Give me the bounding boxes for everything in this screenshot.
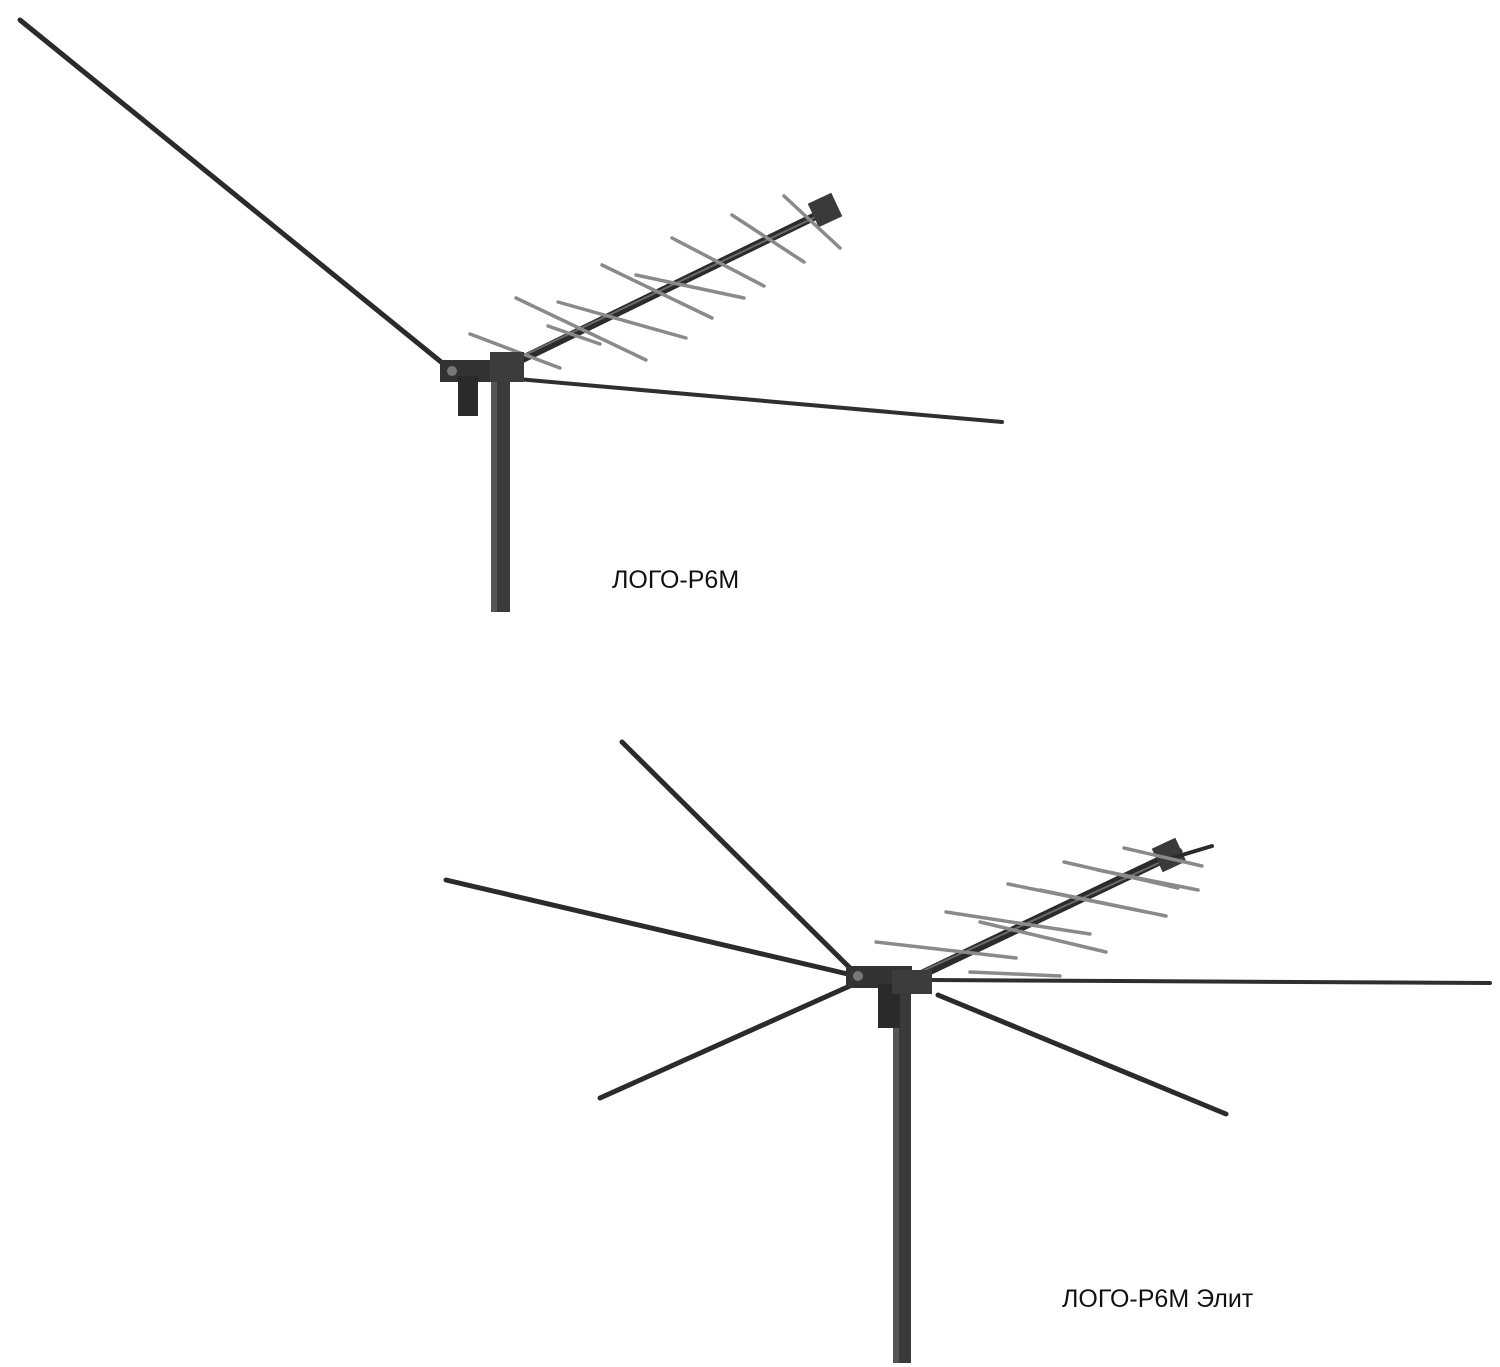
- mount-bracket: [440, 352, 524, 416]
- mount-bracket: [846, 966, 932, 1028]
- array-end-cap: [807, 192, 843, 228]
- array-end-cap: [1151, 837, 1187, 873]
- whip-long-right-rod: [928, 978, 1492, 985]
- caption-logo-r6m: ЛОГО-Р6М: [612, 566, 740, 594]
- array-elements: [874, 846, 1204, 978]
- whip-right-rod: [504, 376, 1004, 424]
- antenna-logo-r6m-elit: [443, 739, 1492, 1363]
- antenna-logo-r6m: [17, 17, 1004, 612]
- whip-left-rod: [17, 17, 449, 369]
- whip-rods: [443, 739, 1229, 1117]
- caption-logo-r6m-elit: ЛОГО-Р6М Элит: [1062, 1285, 1254, 1313]
- array-elements: [468, 194, 842, 370]
